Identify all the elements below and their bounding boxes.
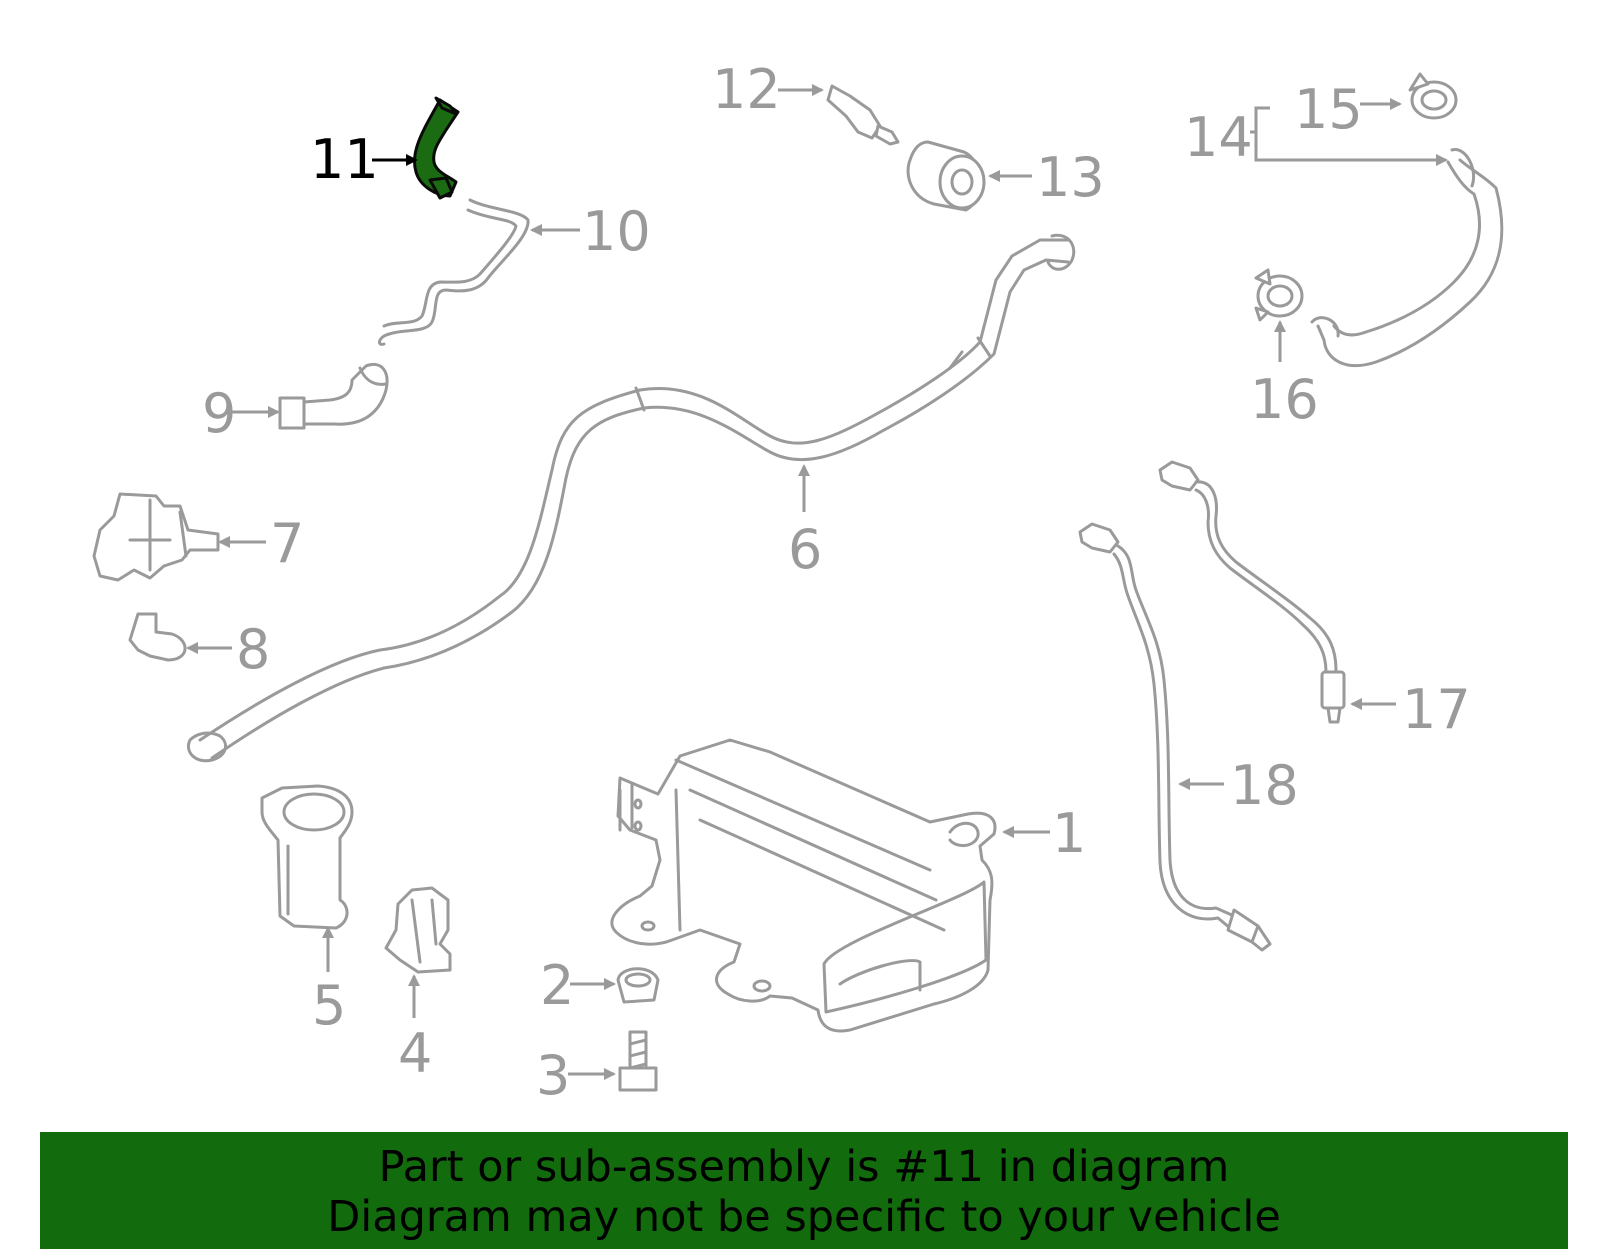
part-17-sensor xyxy=(1158,460,1346,724)
part-2-grommet xyxy=(616,967,660,1004)
part-4-bracket xyxy=(384,886,452,974)
part-13-bushing xyxy=(906,140,986,212)
part-8-label[interactable]: 8 xyxy=(236,618,270,681)
part-15-label[interactable]: 15 xyxy=(1294,78,1363,141)
part-5-filter xyxy=(260,784,354,930)
part-7-valve xyxy=(92,492,220,582)
part-9-label[interactable]: 9 xyxy=(202,382,236,445)
part-16-label[interactable]: 16 xyxy=(1250,368,1319,431)
part-10-label[interactable]: 10 xyxy=(582,200,651,263)
part-6-label[interactable]: 6 xyxy=(788,518,822,581)
part-14-label[interactable]: 14 xyxy=(1184,106,1253,169)
banner-line-2: Diagram may not be specific to your vehi… xyxy=(327,1192,1281,1242)
part-3-bolt xyxy=(618,1030,658,1092)
part-18-label[interactable]: 18 xyxy=(1230,754,1299,817)
part-1-canister xyxy=(610,738,997,1033)
part-14-bracket xyxy=(1254,106,1448,166)
part-12-fitting xyxy=(826,84,900,146)
part-3-label[interactable]: 3 xyxy=(536,1044,570,1107)
part-9-hose xyxy=(278,363,389,430)
part-11-hose[interactable] xyxy=(413,96,460,200)
part-14-hose xyxy=(1310,148,1504,368)
part-13-label[interactable]: 13 xyxy=(1036,146,1105,209)
part-15-clamp xyxy=(1408,72,1458,120)
info-banner: Part or sub-assembly is #11 in diagram D… xyxy=(40,1132,1568,1249)
part-8-clip xyxy=(128,612,187,662)
part-1-label[interactable]: 1 xyxy=(1052,802,1086,865)
part-11-label[interactable]: 11 xyxy=(310,128,379,191)
part-7-label[interactable]: 7 xyxy=(270,512,304,575)
part-16-clamp xyxy=(1254,268,1304,322)
banner-line-1: Part or sub-assembly is #11 in diagram xyxy=(378,1142,1230,1192)
part-17-label[interactable]: 17 xyxy=(1402,678,1471,741)
part-6-hose xyxy=(187,233,1076,763)
part-12-label[interactable]: 12 xyxy=(712,58,781,121)
part-18-sensor xyxy=(1078,522,1272,952)
part-10-hose xyxy=(378,198,530,346)
part-5-label[interactable]: 5 xyxy=(312,974,346,1037)
part-2-label[interactable]: 2 xyxy=(540,954,574,1017)
part-4-label[interactable]: 4 xyxy=(398,1022,432,1085)
